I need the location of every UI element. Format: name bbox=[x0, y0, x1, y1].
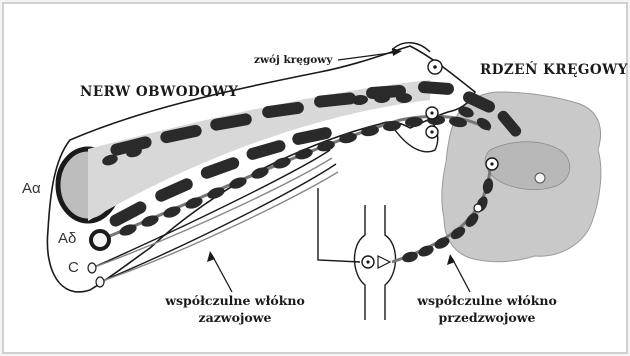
label-fiber-a-delta: Aδ bbox=[58, 230, 76, 247]
label-postganglionic-line1: współczulne włókno bbox=[150, 292, 320, 309]
label-fiber-c: C bbox=[68, 259, 79, 276]
central-canal bbox=[535, 173, 545, 183]
c-fiber-end-1 bbox=[88, 263, 96, 273]
label-nerve: NERW OBWODOWY bbox=[80, 84, 238, 100]
label-fiber-a-alpha: Aα bbox=[22, 180, 41, 197]
label-preganglionic-line2: przedzwojowe bbox=[402, 309, 572, 326]
label-preganglionic-line1: współczulne włókno bbox=[402, 292, 572, 309]
label-preganglionic: współczulne włókno przedzwojowe bbox=[402, 292, 572, 326]
c-fiber-end-2 bbox=[96, 277, 104, 287]
label-ganglion: zwój kręgowy bbox=[254, 54, 332, 66]
label-postganglionic: współczulne włókno zazwojowe bbox=[150, 292, 320, 326]
label-postganglionic-line2: zazwojowe bbox=[150, 309, 320, 326]
label-spinal-cord: RDZEŃ KRĘGOWY bbox=[480, 62, 628, 78]
